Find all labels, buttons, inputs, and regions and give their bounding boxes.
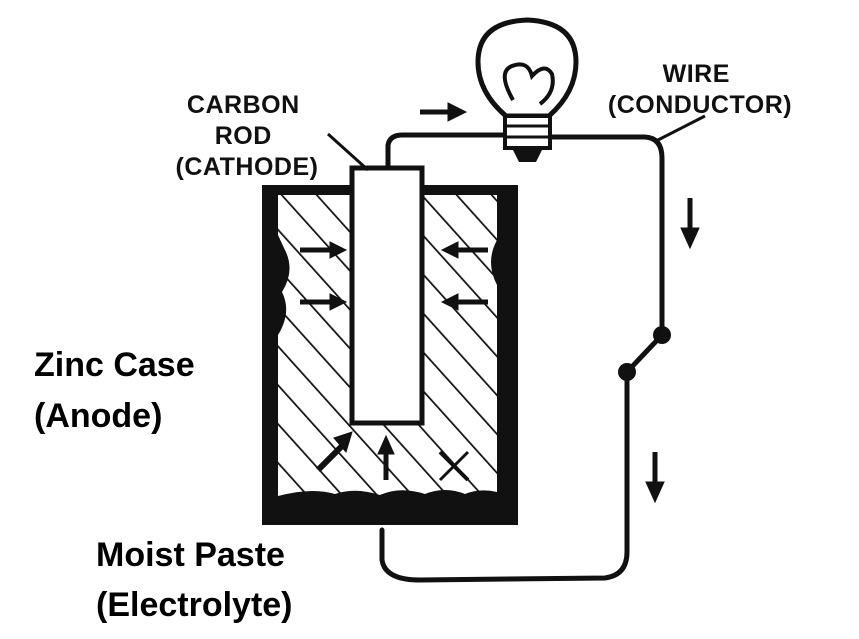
- carbon-rod-label: CARBON ROD (CATHODE): [176, 91, 319, 181]
- moist-paste-label: Moist Paste (Electrolyte): [96, 536, 294, 624]
- switch-icon: [618, 326, 671, 381]
- carbon-rod-leader: [326, 132, 370, 172]
- wire-leader: [657, 114, 706, 142]
- light-bulb-icon: [475, 17, 579, 162]
- carbon-rod: [349, 165, 425, 426]
- zinc-case-label: Zinc Case (Anode): [34, 346, 204, 435]
- ion-arrows: [300, 241, 488, 482]
- wire-label: WIRE (CONDUCTOR): [608, 60, 792, 119]
- current-arrow-icon: [420, 102, 700, 504]
- circuit-wire: [379, 132, 665, 583]
